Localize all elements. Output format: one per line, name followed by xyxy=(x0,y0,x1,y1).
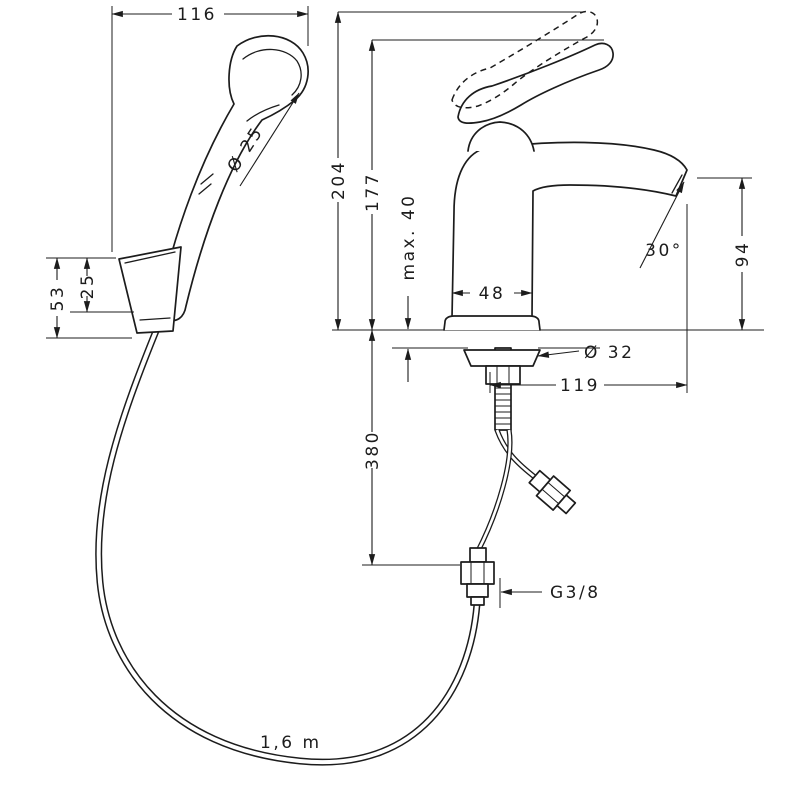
hand-shower-body xyxy=(158,34,309,322)
holder-body xyxy=(118,246,182,334)
dim-label-d32: Ø 32 xyxy=(584,343,634,363)
supply-hose-right-core xyxy=(495,429,537,480)
dim-label-380: 380 xyxy=(363,430,383,470)
shower-hose xyxy=(95,329,481,766)
dim-94: 94 xyxy=(697,177,753,331)
mounting-nut-facets xyxy=(496,366,510,384)
g38-coupling xyxy=(460,547,495,606)
dimensions: 116 Ø 25 53 25 204 177 xyxy=(46,5,753,753)
shower-holder xyxy=(118,246,182,334)
lever-handle xyxy=(457,42,614,124)
faucet-body-and-spout xyxy=(451,141,688,319)
handle-clip-detail xyxy=(198,173,214,195)
dim-label-177: 177 xyxy=(363,172,383,212)
shower-hose-core xyxy=(96,330,479,765)
dim-label-204: 204 xyxy=(329,160,349,200)
hand-shower xyxy=(158,34,309,322)
horseshoe-washer xyxy=(463,349,541,367)
mounting-nut xyxy=(485,365,521,385)
coupling-bottom-tube xyxy=(470,596,485,606)
neck-line xyxy=(246,104,280,122)
dim-label-hose-length: 1,6 m xyxy=(260,733,322,753)
dim-380: 380 xyxy=(362,329,460,566)
spray-face-rim xyxy=(242,48,302,96)
dim-177: 177 xyxy=(363,39,604,331)
dim-116: 116 xyxy=(111,5,309,252)
faucet xyxy=(443,10,688,331)
dim-label-53: 53 xyxy=(48,285,68,312)
dim-53-25: 53 25 xyxy=(46,257,134,339)
outlet-hose-left-core xyxy=(476,429,512,552)
dim-max40: max. 40 xyxy=(399,194,419,382)
dim-label-max40: max. 40 xyxy=(399,194,419,281)
dim-119: 119 xyxy=(489,204,688,396)
faucet-base-plinth xyxy=(443,315,541,331)
dim-30deg: 30° xyxy=(639,181,685,269)
dim-label-119: 119 xyxy=(560,376,600,396)
connector-nut-facets xyxy=(541,482,565,505)
holder-band xyxy=(139,317,171,321)
dim-d32: Ø 32 xyxy=(537,343,634,363)
dim-label-30deg: 30° xyxy=(645,241,683,261)
dim-48: 48 xyxy=(451,284,533,304)
coupling-top-tube xyxy=(469,547,487,563)
supply-hose-right-outline xyxy=(494,429,538,481)
supply-hoses xyxy=(475,429,577,553)
mounting-hardware xyxy=(463,347,541,431)
dim-label-94: 94 xyxy=(733,241,753,268)
dim-g38: G3/8 xyxy=(499,578,601,608)
holder-rim xyxy=(124,251,176,264)
dim-label-48: 48 xyxy=(479,284,506,304)
shank-threads xyxy=(495,387,511,425)
dim-label-g38: G3/8 xyxy=(550,583,601,603)
dim-label-25: 25 xyxy=(78,273,98,300)
coupling-nut xyxy=(460,561,495,585)
coupling-nut-facets xyxy=(470,562,485,584)
handle-dome xyxy=(467,121,535,152)
connector-tube xyxy=(556,494,577,515)
lever-handle-raised-dashed xyxy=(451,10,599,109)
coupling-sleeve xyxy=(466,583,489,598)
supply-hose-connector xyxy=(528,469,577,515)
dim-204: 204 xyxy=(329,11,582,331)
dim-label-116: 116 xyxy=(177,5,217,25)
